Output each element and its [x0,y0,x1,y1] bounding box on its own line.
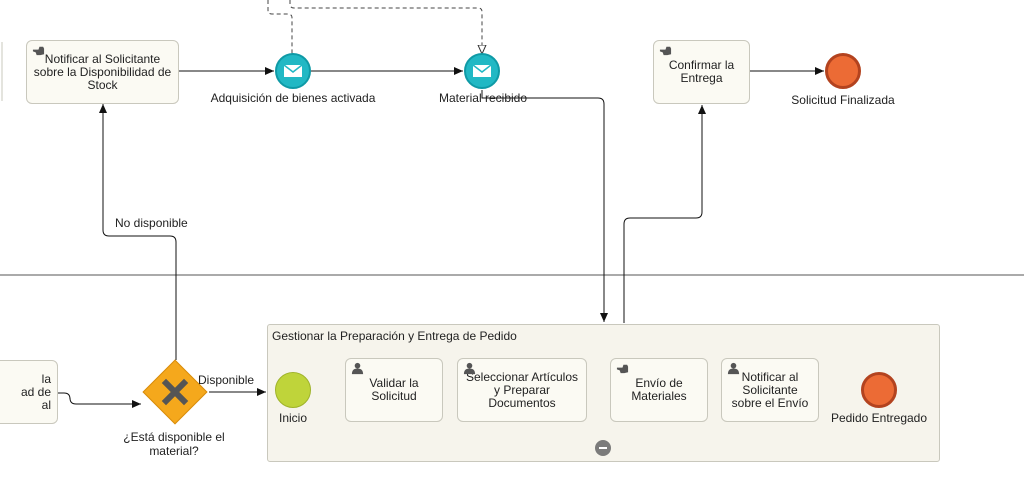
message-flow-to-received [289,0,482,54]
event-start[interactable] [275,372,311,408]
label-goods-acquisition: Adquisición de bienes activada [210,91,376,105]
user-icon [463,362,476,375]
event-material-received[interactable] [464,53,500,89]
hand-icon [32,46,45,56]
collapse-subprocess-button[interactable] [595,440,611,456]
event-goods-acquisition[interactable] [275,53,311,89]
label-material-received: Material recibido [438,91,528,105]
task-notify-stock[interactable]: Notificar al Solicitante sobre la Dispon… [26,40,179,104]
user-icon [727,362,740,375]
task-validate[interactable]: Validar la Solicitud [345,358,443,422]
label-start: Inicio [278,411,307,425]
task-left-partial[interactable]: la ad de al [0,360,58,424]
hand-icon [616,364,629,374]
flow-subprocess-to-confirm [623,105,706,323]
task-ship[interactable]: Envío de Materiales [610,358,708,422]
label-order-delivered: Pedido Entregado [830,411,928,425]
label-gateway-question: ¿Está disponible el material? [123,430,225,458]
label-request-finished: Solicitud Finalizada [791,93,895,107]
task-label: Validar la Solicitud [369,376,419,403]
task-label: Seleccionar Artículos y Preparar Documen… [465,369,579,410]
flow-received-to-subprocess [481,90,608,322]
flow-gateway-no-to-notify [99,104,177,360]
envelope-icon [473,65,491,77]
task-confirm-delivery[interactable]: Confirmar la Entrega [653,40,750,104]
x-icon [161,378,189,406]
task-label: Confirmar la Entrega [668,58,735,85]
user-icon [351,362,364,375]
envelope-icon [284,65,302,77]
gateway-material-available[interactable] [142,359,208,425]
event-request-finished[interactable] [825,53,861,89]
flow-label-yes: Disponible [198,373,255,387]
task-notify-ship[interactable]: Notificar al Solicitante sobre el Envío [721,358,819,422]
task-label: Envío de Materiales [631,376,687,403]
message-flow-to-acquisition [267,0,293,54]
task-label: la ad de al [20,371,51,412]
task-select-items[interactable]: Seleccionar Artículos y Preparar Documen… [457,358,587,422]
task-label: Notificar al Solicitante sobre la Dispon… [33,51,172,92]
flow-left-task-to-gateway [58,392,141,408]
flow-label-no: No disponible [115,216,188,230]
subprocess-title: Gestionar la Preparación y Entrega de Pe… [272,329,517,343]
hand-icon [659,46,672,56]
task-label: Notificar al Solicitante sobre el Envío [731,369,809,410]
event-order-delivered[interactable] [861,372,897,408]
